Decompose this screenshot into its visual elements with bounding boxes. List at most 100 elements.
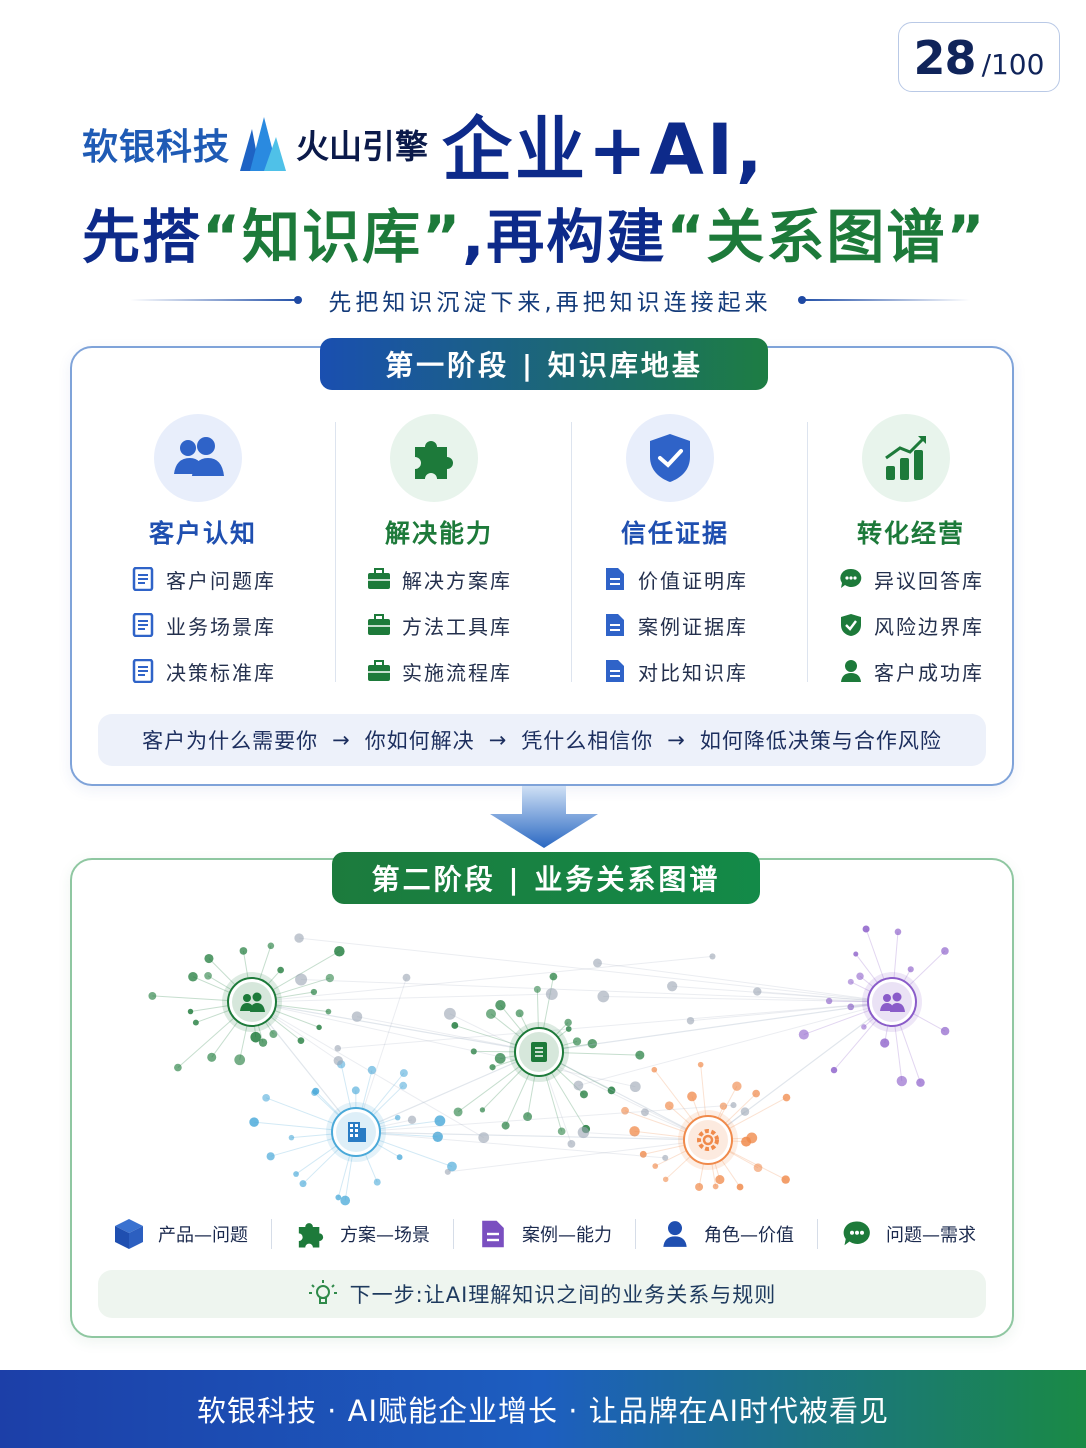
icon-part (243, 994, 251, 1002)
list-item: 客户问题库 (130, 564, 276, 594)
headline-line-2: 先搭“知识库”,再构建“关系图谱” (82, 190, 1042, 271)
flow-step: 凭什么相信你 (521, 729, 654, 753)
shield-check-icon (838, 612, 864, 638)
list-item: 对比知识库 (602, 656, 748, 686)
stage-2-title: 第二阶段 | 业务关系图谱 (332, 852, 760, 904)
user-icon (658, 1217, 692, 1251)
graph-node (579, 1090, 588, 1099)
graph-node (564, 1018, 572, 1027)
icon-part (240, 1003, 254, 1011)
graph-node (293, 1171, 299, 1177)
graph-node (470, 1048, 477, 1055)
graph-edge (449, 1013, 709, 1141)
users-icon (240, 992, 265, 1012)
graph-edge (707, 1001, 893, 1141)
chat-bubble-icon (840, 1217, 874, 1251)
icon-part (355, 1124, 358, 1127)
graph-edge (251, 1001, 636, 1088)
graph-edge (447, 1139, 709, 1173)
graph-node (399, 1069, 408, 1078)
graph-hub (227, 977, 277, 1027)
graph-node (192, 1019, 199, 1026)
users-icon (880, 992, 905, 1012)
flow-step: 你如何解决 (364, 729, 475, 753)
graph-node (577, 1126, 590, 1139)
graph-edge (355, 1104, 734, 1133)
headline-part-3: ,再构建 (462, 203, 667, 271)
headline-part-1: 先搭 (82, 203, 203, 271)
graph-node (853, 951, 859, 957)
graph-node (697, 1061, 704, 1068)
graph-hub-core (872, 982, 912, 1022)
graph-node (896, 1075, 908, 1087)
graph-node (686, 1016, 695, 1025)
list-item: 价值证明库 (602, 564, 748, 594)
graph-node (312, 1087, 320, 1095)
icon-part (883, 994, 891, 1002)
graph-node (709, 953, 716, 960)
graph-node (325, 1008, 332, 1015)
graph-hub (683, 1115, 733, 1165)
next-step-text: 下一步:让AI理解知识之间的业务关系与规则 (349, 1283, 777, 1307)
book-icon (130, 566, 156, 592)
graph-node (207, 1052, 217, 1062)
document-icon (476, 1217, 510, 1251)
graph-node (695, 1182, 704, 1191)
page-current: 28 (913, 31, 977, 85)
column-solution-capability: 解决能力 解决方案库 方法工具库 实施流程库 (336, 412, 572, 692)
puzzle-icon (390, 414, 478, 502)
graph-node (443, 1007, 456, 1020)
icon-part (355, 1134, 358, 1137)
document-icon (602, 566, 628, 592)
graph-node (782, 1093, 791, 1102)
graph-hub-core (688, 1120, 728, 1160)
graph-node (662, 1154, 669, 1161)
document-icon (531, 1042, 547, 1062)
list-item: 风险边界库 (838, 610, 984, 640)
column-title: 转化经营 (856, 519, 965, 548)
graph-node (299, 1180, 307, 1188)
graph-node (847, 1003, 855, 1011)
puzzle-icon (294, 1217, 328, 1251)
list-item: 决策标准库 (130, 656, 276, 686)
column-trust-evidence: 信任证据 价值证明库 案例证据库 对比知识库 (572, 412, 808, 692)
graph-node (736, 1183, 744, 1191)
graph-node (432, 1131, 443, 1142)
graph-node (451, 1022, 459, 1029)
graph-edge (597, 962, 893, 1003)
graph-node (294, 933, 304, 943)
graph-node (495, 1000, 506, 1011)
flow-bar: 客户为什么需要你 → 你如何解决 → 凭什么相信你 → 如何降低决策与合作风险 (98, 714, 986, 766)
graph-node (557, 1127, 566, 1136)
graph-hub-core (232, 982, 272, 1022)
headline-part-2: “知识库” (202, 203, 463, 271)
graph-node (652, 1163, 659, 1169)
graph-hub (867, 977, 917, 1027)
legend: 产品—问题 方案—场景 案例—能力 角色—价值 问题—需求 (112, 1212, 976, 1256)
icon-part (350, 1129, 353, 1132)
list-item: 客户成功库 (838, 656, 984, 686)
headline-part-4: “关系图谱” (666, 203, 987, 271)
list-item: 异议回答库 (838, 564, 984, 594)
graph-node (340, 1195, 351, 1206)
graph-node (651, 1066, 658, 1073)
graph-node (549, 972, 558, 981)
graph-node (687, 1091, 697, 1102)
graph-node (573, 1080, 584, 1091)
graph-edge (251, 993, 552, 1003)
graph-node (856, 972, 864, 980)
bar-chart-growth-icon (862, 414, 950, 502)
graph-node (262, 1094, 270, 1102)
graph-node (325, 973, 335, 983)
graph-node (781, 1175, 790, 1184)
graph-node (399, 1081, 408, 1090)
graph-node (572, 1037, 582, 1046)
graph-node (732, 1081, 742, 1091)
graph-node (825, 997, 833, 1005)
graph-edge (251, 1001, 540, 1053)
gear-icon (697, 1129, 719, 1151)
graph-node (719, 1102, 728, 1110)
list-item: 方法工具库 (366, 610, 512, 640)
graph-node (239, 947, 248, 955)
graph-node (621, 1106, 629, 1115)
